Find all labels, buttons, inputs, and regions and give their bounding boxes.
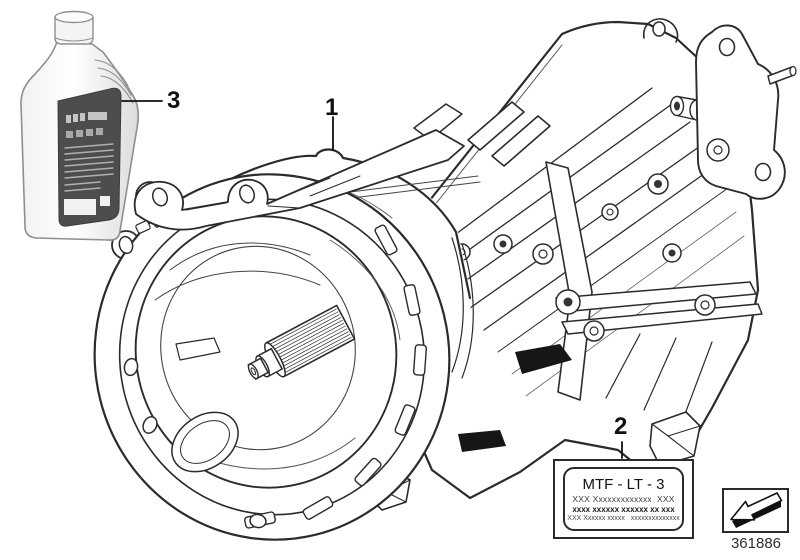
fluid-spec-label-box: MTF - LT - 3 XXX Xxxxxxxxxxxxx XXX xxxx … bbox=[553, 459, 694, 539]
gear-case bbox=[367, 18, 797, 511]
fluid-spec-line4: XXX Xxxxxx xxxxx xxxxxxxxxxxxxx bbox=[567, 515, 680, 522]
callout-2[interactable]: 2 bbox=[614, 413, 628, 440]
reflection-tab bbox=[175, 337, 221, 361]
fluid-spec-line3: xxxx xxxxxx xxxxxx xx xxx bbox=[572, 505, 675, 514]
fluid-spec-line2: XXX Xxxxxxxxxxxxx XXX bbox=[572, 494, 675, 504]
bolt-bosses bbox=[453, 138, 730, 342]
callout-1[interactable]: 1 bbox=[325, 94, 339, 121]
bell-housing bbox=[93, 129, 572, 541]
bottle-label bbox=[57, 87, 122, 227]
bottle-cap bbox=[54, 10, 94, 45]
callout-3[interactable]: 3 bbox=[167, 87, 181, 114]
callout-leader-lines bbox=[121, 100, 623, 459]
fluid-spec-label-inner: MTF - LT - 3 XXX Xxxxxxxxxxxxx XXX xxxx … bbox=[563, 467, 684, 531]
shadow-wedge bbox=[515, 344, 572, 374]
page-turn-arrow-icon bbox=[730, 492, 783, 528]
shadow-wedge bbox=[458, 430, 506, 452]
input-shaft bbox=[247, 304, 356, 380]
fluid-spec-title: MTF - LT - 3 bbox=[582, 476, 665, 493]
top-mounting-bracket bbox=[133, 129, 465, 231]
diagram-part-number: 361886 bbox=[730, 535, 782, 552]
page-turn-arrow-box bbox=[722, 488, 789, 533]
oil-bottle bbox=[20, 10, 139, 241]
